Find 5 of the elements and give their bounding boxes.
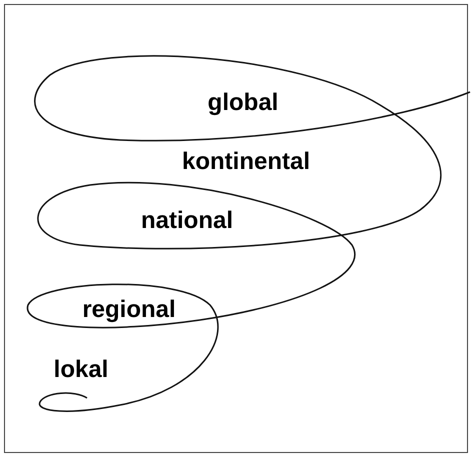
scale-label: global bbox=[208, 91, 278, 115]
scale-label: regional bbox=[82, 298, 176, 322]
scale-label: lokal bbox=[54, 358, 108, 382]
scale-label: national bbox=[141, 209, 233, 233]
scale-label: kontinental bbox=[182, 150, 310, 174]
